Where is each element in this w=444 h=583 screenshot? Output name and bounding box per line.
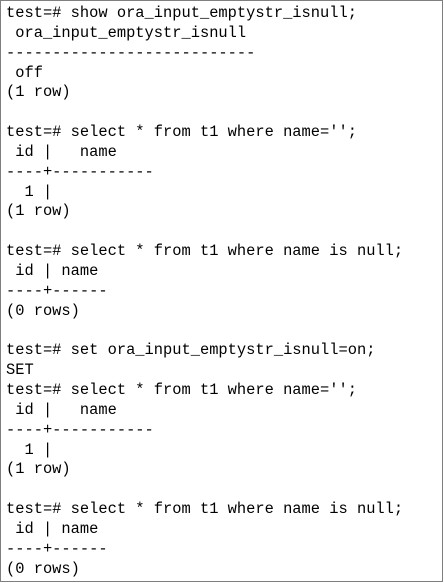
result-separator: ----+------ [6,539,108,558]
row-count: (0 rows) [6,559,80,578]
result-separator: ----+------ [6,281,108,300]
blank-line [6,222,442,242]
command-line: test=# select * from t1 where name=''; [6,123,357,142]
blank-line [6,103,442,123]
result-header: id | name [6,519,99,538]
result-header: ora_input_emptystr_isnull [6,23,247,42]
result-separator: ----+----------- [6,420,154,439]
result-separator: ----+----------- [6,162,154,181]
blank-line [6,480,442,500]
result-header: id | name [6,261,99,280]
row-count: (1 row) [6,83,71,102]
result-value: off [6,63,43,82]
result-header: id | name [6,400,117,419]
command-status: SET [6,361,34,380]
command-line: test=# set ora_input_emptystr_isnull=on; [6,341,376,360]
result-header: id | name [6,142,117,161]
row-count: (0 rows) [6,301,80,320]
result-row: 1 | [6,440,53,459]
command-line: test=# select * from t1 where name is nu… [6,242,404,261]
blank-line [6,322,442,342]
command-line: test=# show ora_input_emptystr_isnull; [6,4,357,22]
row-count: (1 row) [6,460,71,479]
row-count: (1 row) [6,202,71,221]
result-row: 1 | [6,182,53,201]
result-separator: --------------------------- [6,43,256,62]
command-line: test=# select * from t1 where name is nu… [6,500,404,519]
command-line: test=# select * from t1 where name=''; [6,381,357,400]
